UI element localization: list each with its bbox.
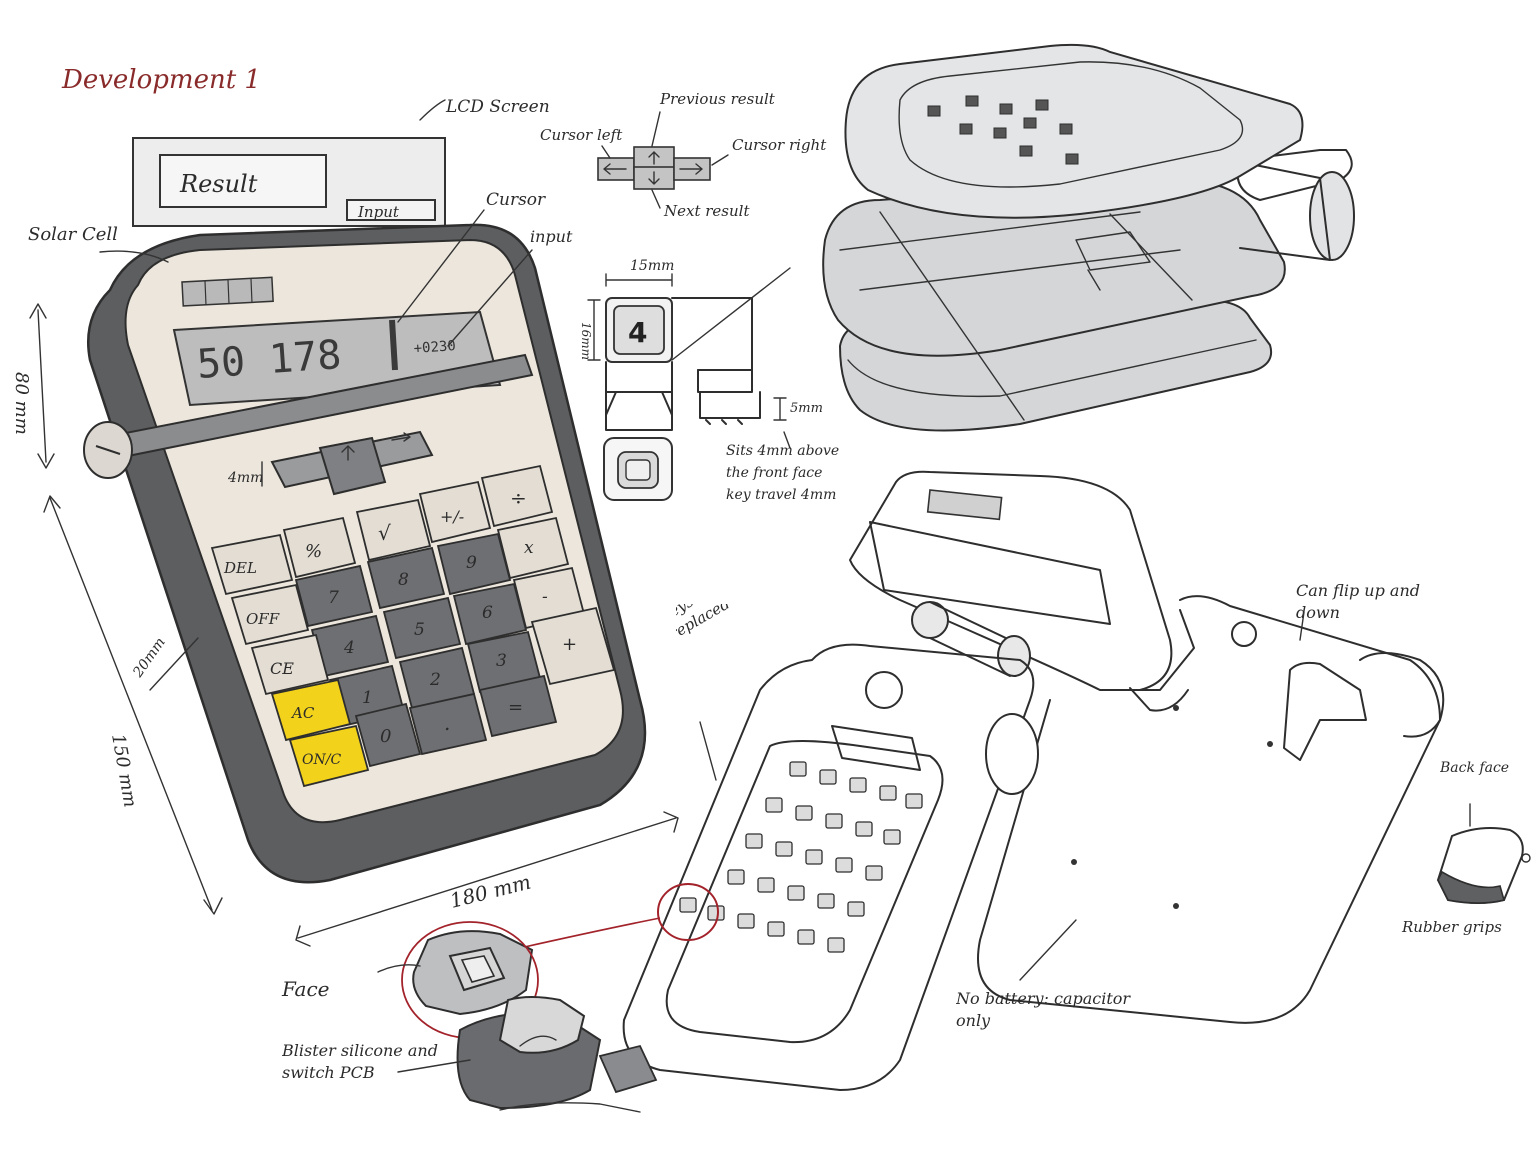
dim-20mm-label: 20mm <box>130 635 169 681</box>
key-label: 8 <box>398 570 409 590</box>
key-label: 5 <box>414 620 425 640</box>
cursor-left-label: Cursor left <box>540 126 623 144</box>
open-calculator-sketch <box>519 470 1445 1091</box>
blister-note: Blister silicone and switch PCB <box>282 1041 438 1082</box>
key-label: - <box>542 587 548 607</box>
key: . <box>408 692 488 756</box>
key: 0 <box>354 702 422 768</box>
back-face-note: Back face <box>1440 760 1510 776</box>
solar-cell <box>181 276 274 307</box>
key: AC <box>270 678 352 742</box>
key: +/- <box>418 480 492 544</box>
previous-result-label: Previous result <box>659 90 776 108</box>
key-label: √ <box>378 521 391 545</box>
cursor-pad <box>270 430 434 496</box>
lower-right-annotations: Keys can be removed + replaced Can flip … <box>676 581 1531 1030</box>
sheet-title: Development 1 <box>61 65 261 95</box>
display-small-readout: +0230 <box>413 338 456 357</box>
cursor-right-label: Cursor right <box>732 136 827 154</box>
dim-150mm-label: 150 mm <box>107 732 141 809</box>
rubber-grips-label: Rubber grips <box>1401 918 1502 936</box>
dim-180mm-label: 180 mm <box>447 870 533 913</box>
key-label: 9 <box>466 553 477 573</box>
key-exploded-detail: Face Blister silicone and switch PCB <box>281 921 658 1113</box>
key-label: x <box>524 538 534 558</box>
dim-80mm-label: 80 mm <box>11 372 32 435</box>
key-label: 2 <box>429 670 441 690</box>
key: 6 <box>452 582 528 646</box>
key-label: +/- <box>440 507 464 526</box>
key-label: = <box>508 697 523 718</box>
lcd-screen-label: LCD Screen <box>445 97 550 117</box>
hinge-bar <box>83 353 534 479</box>
key: + <box>530 606 616 686</box>
sits-above-note: Sits 4mm above the front face <box>726 443 840 481</box>
key-label: CE <box>270 659 294 678</box>
input-label: input <box>530 227 573 246</box>
key: OFF <box>230 583 310 646</box>
key-label: 4 <box>343 638 355 658</box>
cursor-label: Cursor <box>486 190 546 210</box>
key-label: AC <box>290 704 315 722</box>
key-label: ÷ <box>510 486 527 510</box>
key: DEL <box>210 533 294 596</box>
key-label: ON/C <box>302 752 341 768</box>
flip-up-note: Can flip up and down <box>1296 581 1421 622</box>
dim-5mm-label: 5mm <box>790 401 823 416</box>
cursor-pad-detail: Cursor left Previous result Cursor right… <box>540 90 827 220</box>
key: 7 <box>294 564 374 628</box>
no-battery-note: No battery: capacitor only <box>956 989 1131 1030</box>
face-label: Face <box>281 977 329 1001</box>
main-calculator-sketch: 50 178 +0230 % √ <box>83 223 647 884</box>
key: √ <box>355 498 432 562</box>
rubber-grip-detail <box>1436 827 1531 904</box>
key-label: % <box>305 541 322 562</box>
small-key-grid <box>679 761 923 953</box>
key-label: + <box>562 634 577 655</box>
input-box-label: Input <box>357 203 400 221</box>
key-label: 1 <box>362 688 373 708</box>
key-label: . <box>444 711 450 735</box>
keypad: % √ +/- ÷ DEL 7 <box>210 464 616 788</box>
key: = <box>478 674 558 738</box>
key-detail-highlight <box>657 883 719 941</box>
dim-4mm-label: 4mm <box>227 470 263 486</box>
key: CE <box>250 633 330 696</box>
dim-15mm-label: 15mm <box>630 258 674 274</box>
key-label: 0 <box>380 726 391 747</box>
key: x <box>496 516 570 580</box>
solar-cell-label: Solar Cell <box>28 224 118 245</box>
display-main-digits: 50 178 <box>195 332 342 388</box>
key-sample-digit: 4 <box>628 316 647 349</box>
key: 5 <box>382 596 462 660</box>
dim-16mm-label: 16mm <box>579 322 593 360</box>
exploded-view-sketch <box>822 43 1355 432</box>
key: % <box>282 516 357 579</box>
keys-removed-note: Keys can be removed + replaced <box>676 604 821 644</box>
key-travel-note: key travel 4mm <box>726 487 837 503</box>
key-label: 3 <box>496 651 507 671</box>
key: ON/C <box>288 724 370 788</box>
key-label: 6 <box>482 603 493 623</box>
key-label: OFF <box>246 610 280 628</box>
key: 8 <box>366 546 446 610</box>
next-result-label: Next result <box>663 202 750 220</box>
lcd-screen-callout: Result Input LCD Screen <box>132 97 550 227</box>
key-label: DEL <box>223 559 257 577</box>
key-label: 7 <box>328 588 339 608</box>
result-box-label: Result <box>179 170 258 198</box>
key-section-detail: 15mm 4 16mm 5mm Sits 4mm above the front… <box>579 258 840 503</box>
key: ÷ <box>480 464 554 528</box>
key: 9 <box>436 532 512 596</box>
